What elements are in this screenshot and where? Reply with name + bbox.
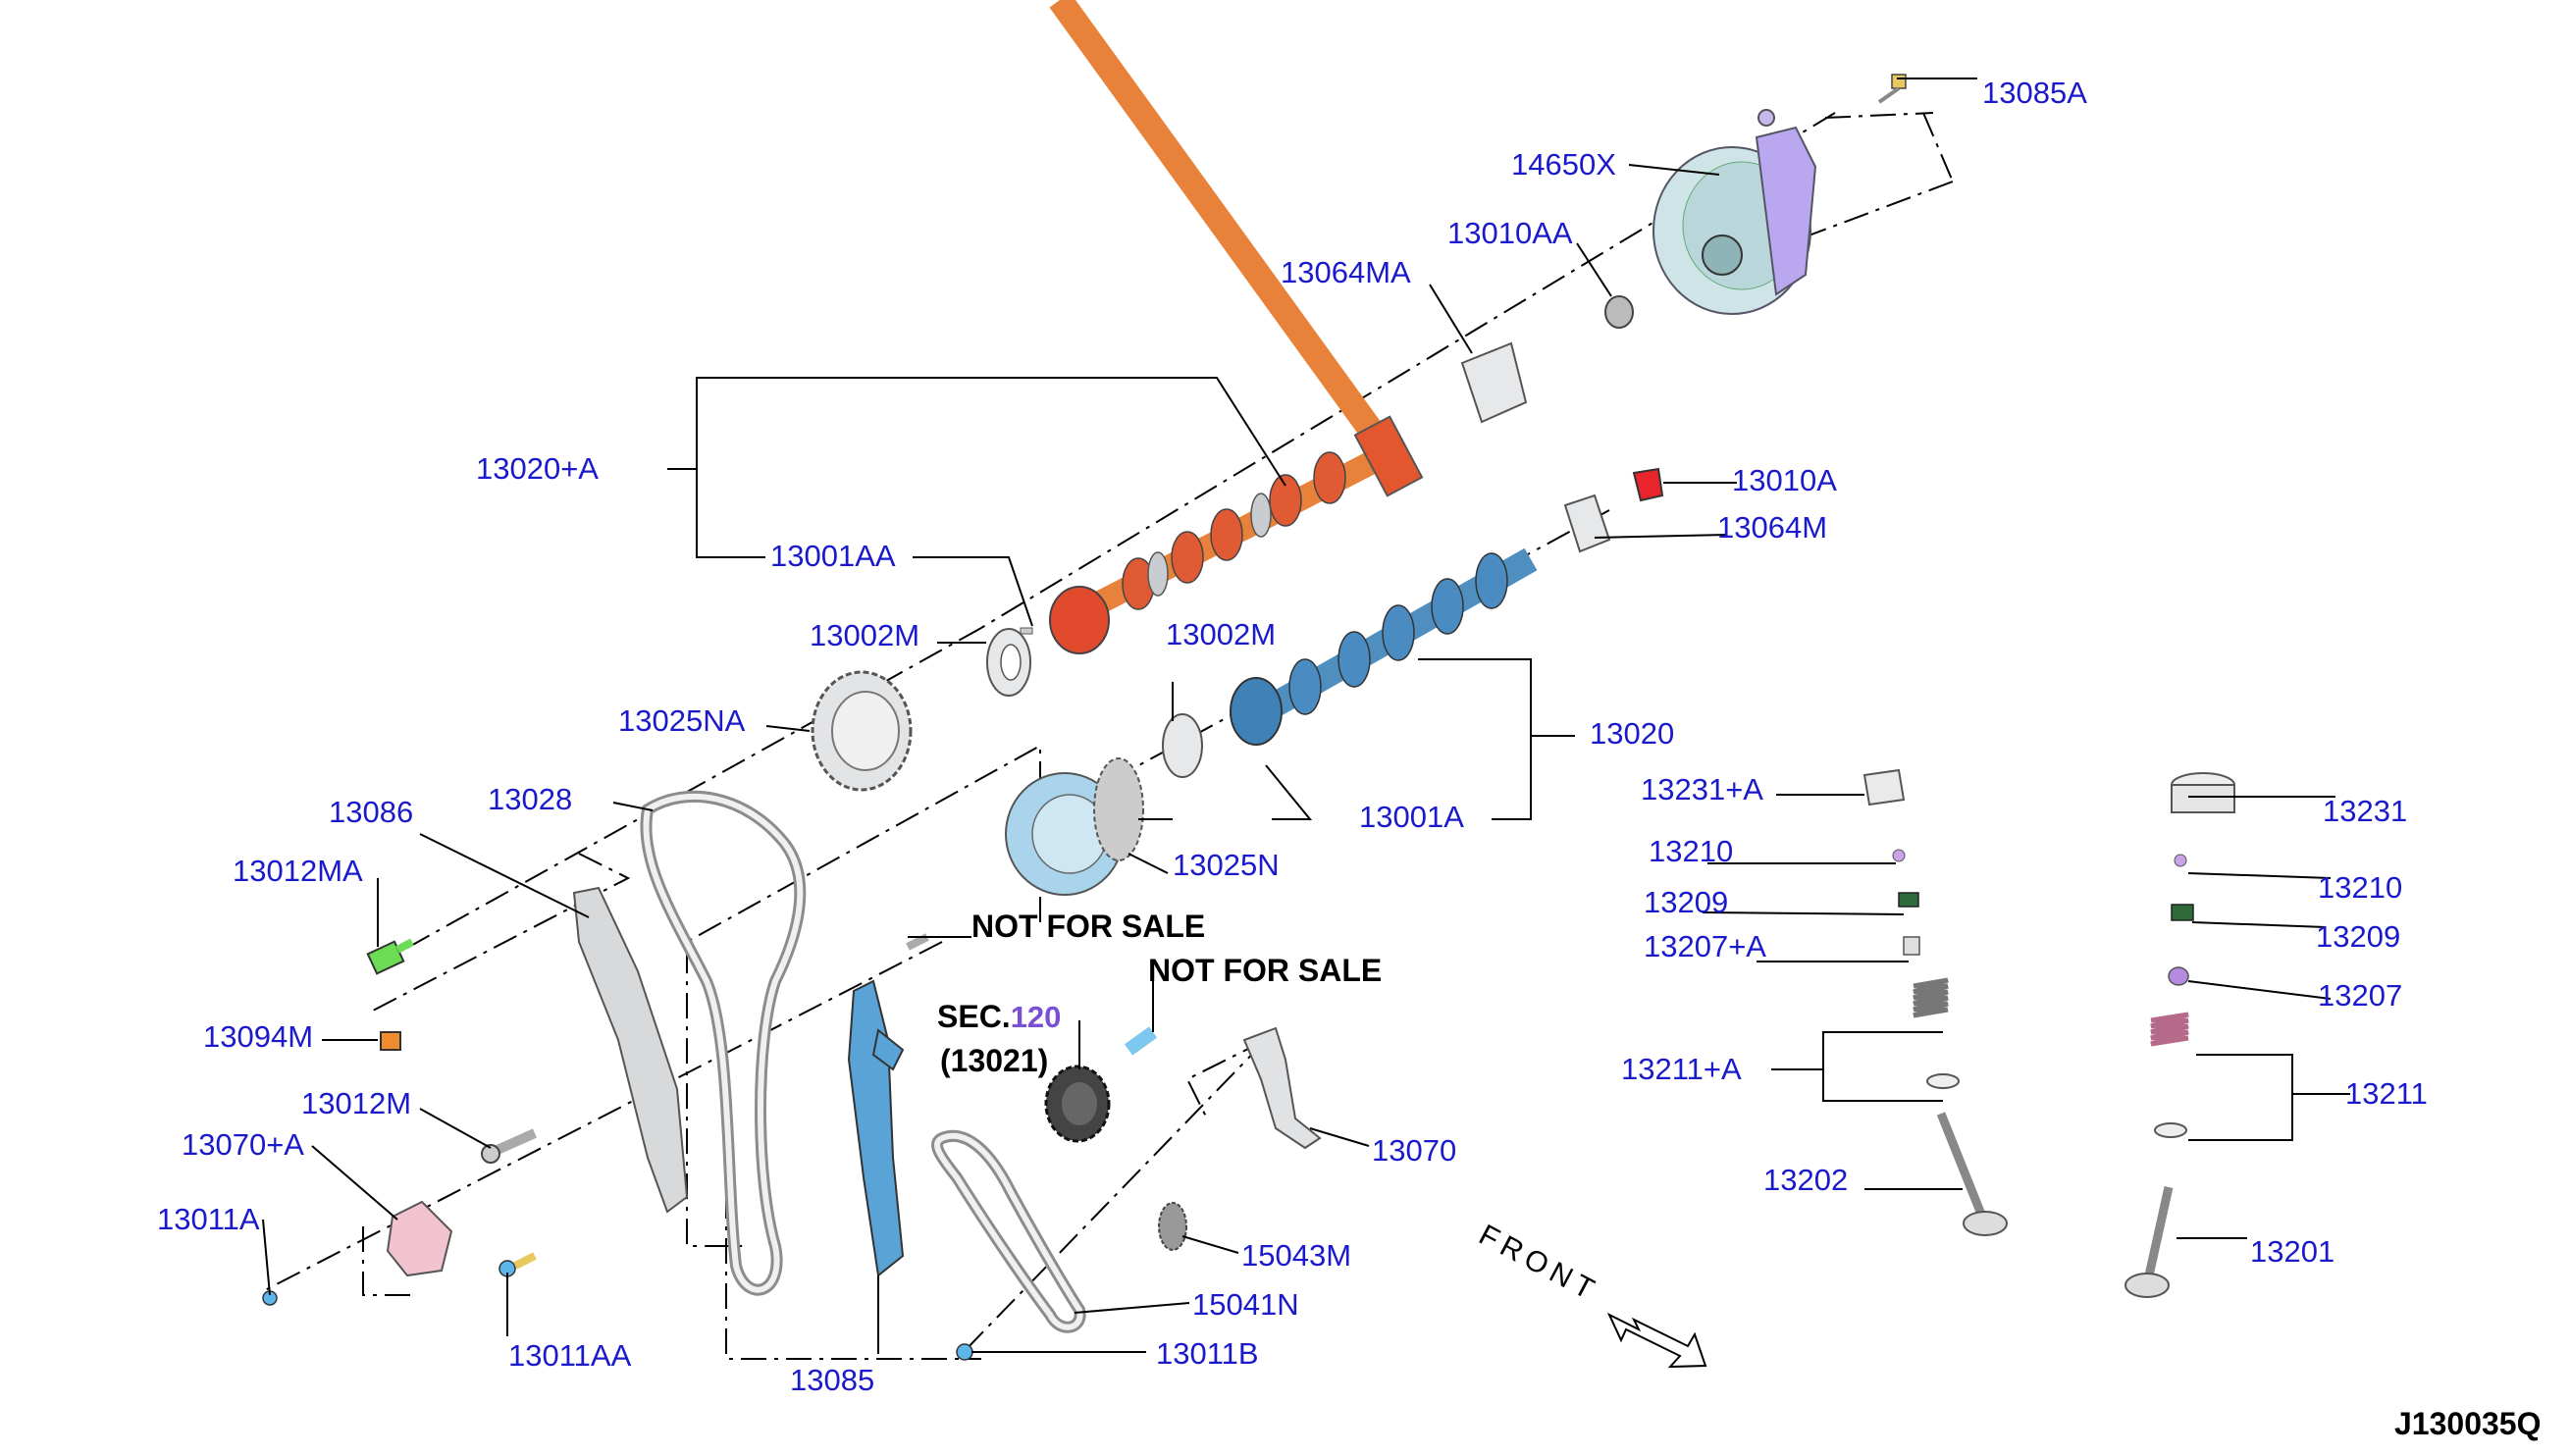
label-13011a: 13011A [157, 1202, 260, 1236]
valve-lifter-13231-part [2171, 772, 2235, 813]
svg-text:SEC.120: SEC.120 [937, 999, 1061, 1034]
label-13011b: 13011B [1156, 1336, 1259, 1371]
label-13085a: 13085A [1982, 76, 2087, 110]
label-13210-left: 13210 [1649, 834, 1733, 868]
label-13209-left: 13209 [1644, 885, 1728, 919]
valve-spring-13211-part [2150, 1012, 2189, 1138]
label-13064m: 13064M [1717, 510, 1827, 545]
bearing-13002m-lower-part [1162, 713, 1203, 778]
bolt-13011aa-part [498, 1252, 537, 1277]
label-13201: 13201 [2250, 1234, 2334, 1269]
tensioner-arm-part [847, 979, 905, 1277]
label-15041n: 15041N [1192, 1287, 1299, 1322]
label-13012m: 13012M [301, 1086, 411, 1120]
label-13064ma: 13064MA [1281, 255, 1411, 289]
oil-pump-sprocket-part [1158, 1202, 1187, 1251]
valve-lifter-13231a-part [1862, 768, 1906, 806]
label-13002m-upper: 13002M [810, 618, 919, 652]
valve-spring-13211a-part [1913, 977, 1960, 1089]
front-arrow-icon [1606, 1312, 1707, 1369]
exhaust-camshaft-part [1049, 0, 1424, 654]
label-13010a: 13010A [1732, 463, 1837, 497]
label-13010aa: 13010AA [1447, 216, 1573, 250]
sec-number: 120 [1011, 1000, 1062, 1034]
bolt-13011b-part [956, 1343, 973, 1361]
exhaust-sprocket-part [811, 670, 913, 792]
sec-ref: (13021) [940, 1043, 1048, 1078]
label-13207: 13207 [2318, 978, 2402, 1013]
label-13086: 13086 [329, 795, 413, 829]
oil-pump-chain-part [931, 1129, 1086, 1333]
valve-retainer-13209a-part [1898, 892, 1919, 908]
intake-camshaft-part [1230, 547, 1538, 746]
label-13025na: 13025NA [618, 703, 746, 738]
chain-guide-part [572, 886, 689, 1214]
diagram-id: J130035Q [2394, 1406, 2541, 1441]
bolt-13010aa-part [1604, 295, 1634, 329]
valve-collet-13210a-part [1892, 849, 1906, 862]
label-13209-right: 13209 [2316, 919, 2400, 954]
intake-sprocket-part [1005, 757, 1144, 896]
sec-prefix: SEC. [937, 999, 1011, 1034]
label-13002m-lower: 13002M [1166, 617, 1276, 651]
bolt-13012ma-part [366, 938, 414, 975]
label-13202: 13202 [1763, 1163, 1848, 1197]
valve-seal-13207-part [2168, 966, 2189, 986]
valve-collet-13210-part [2174, 854, 2187, 867]
exhaust-valve-13202-part [1936, 1112, 2008, 1236]
washer-13094m-part [380, 1031, 401, 1051]
pin-13001aa-part [1020, 627, 1033, 635]
label-13207a: 13207+A [1644, 929, 1766, 963]
bolt-13010a-part [1632, 467, 1664, 502]
label-13070: 13070 [1372, 1133, 1456, 1168]
label-13211a: 13211+A [1621, 1052, 1742, 1086]
timing-chain-part [640, 790, 807, 1296]
label-not-for-sale-1: NOT FOR SALE [971, 909, 1205, 944]
intake-valve-13201-part [2124, 1186, 2174, 1298]
label-15043m: 15043M [1241, 1238, 1351, 1273]
pin-not-for-sale-1-part [906, 933, 929, 951]
leader-lines [262, 78, 2350, 1354]
label-13001a: 13001A [1359, 800, 1464, 834]
crank-sprocket-part [1044, 1065, 1111, 1143]
slack-guide-13070-part [1242, 1026, 1322, 1150]
label-13020: 13020 [1590, 716, 1674, 751]
label-13020a: 13020+A [476, 451, 599, 486]
label-13070a: 13070+A [182, 1127, 304, 1162]
vacuum-pump-part [1652, 109, 1817, 315]
label-not-for-sale-2: NOT FOR SALE [1148, 953, 1382, 988]
label-13231: 13231 [2323, 794, 2407, 828]
label-13211: 13211 [2345, 1076, 2428, 1111]
front-label: FRONT [1474, 1219, 1604, 1309]
bearing-13002m-upper-part [986, 628, 1031, 697]
front-direction-indicator: FRONT [1474, 1219, 1707, 1369]
label-13025n: 13025N [1173, 848, 1280, 882]
sprocket-plate-13064m-part [1563, 494, 1611, 553]
pin-not-for-sale-2-part [1124, 1026, 1158, 1056]
label-13210-right: 13210 [2318, 870, 2402, 905]
label-14650x: 14650X [1511, 147, 1616, 182]
sprocket-plate-13064ma-part [1460, 341, 1528, 424]
label-13012ma: 13012MA [233, 854, 363, 888]
label-13001aa: 13001AA [770, 539, 896, 573]
chain-tensioner-13070a-part [386, 1200, 453, 1277]
label-13011aa: 13011AA [508, 1338, 632, 1373]
valve-retainer-13209-part [2171, 904, 2194, 921]
bolt-13012m-part [481, 1128, 538, 1164]
label-13231a: 13231+A [1641, 772, 1763, 806]
label-13094m: 13094M [203, 1019, 313, 1054]
valve-seal-13207a-part [1903, 936, 1920, 956]
label-13085: 13085 [790, 1363, 874, 1397]
label-13028: 13028 [488, 782, 572, 816]
label-sec-120: SEC.120 (13021) [937, 999, 1061, 1078]
